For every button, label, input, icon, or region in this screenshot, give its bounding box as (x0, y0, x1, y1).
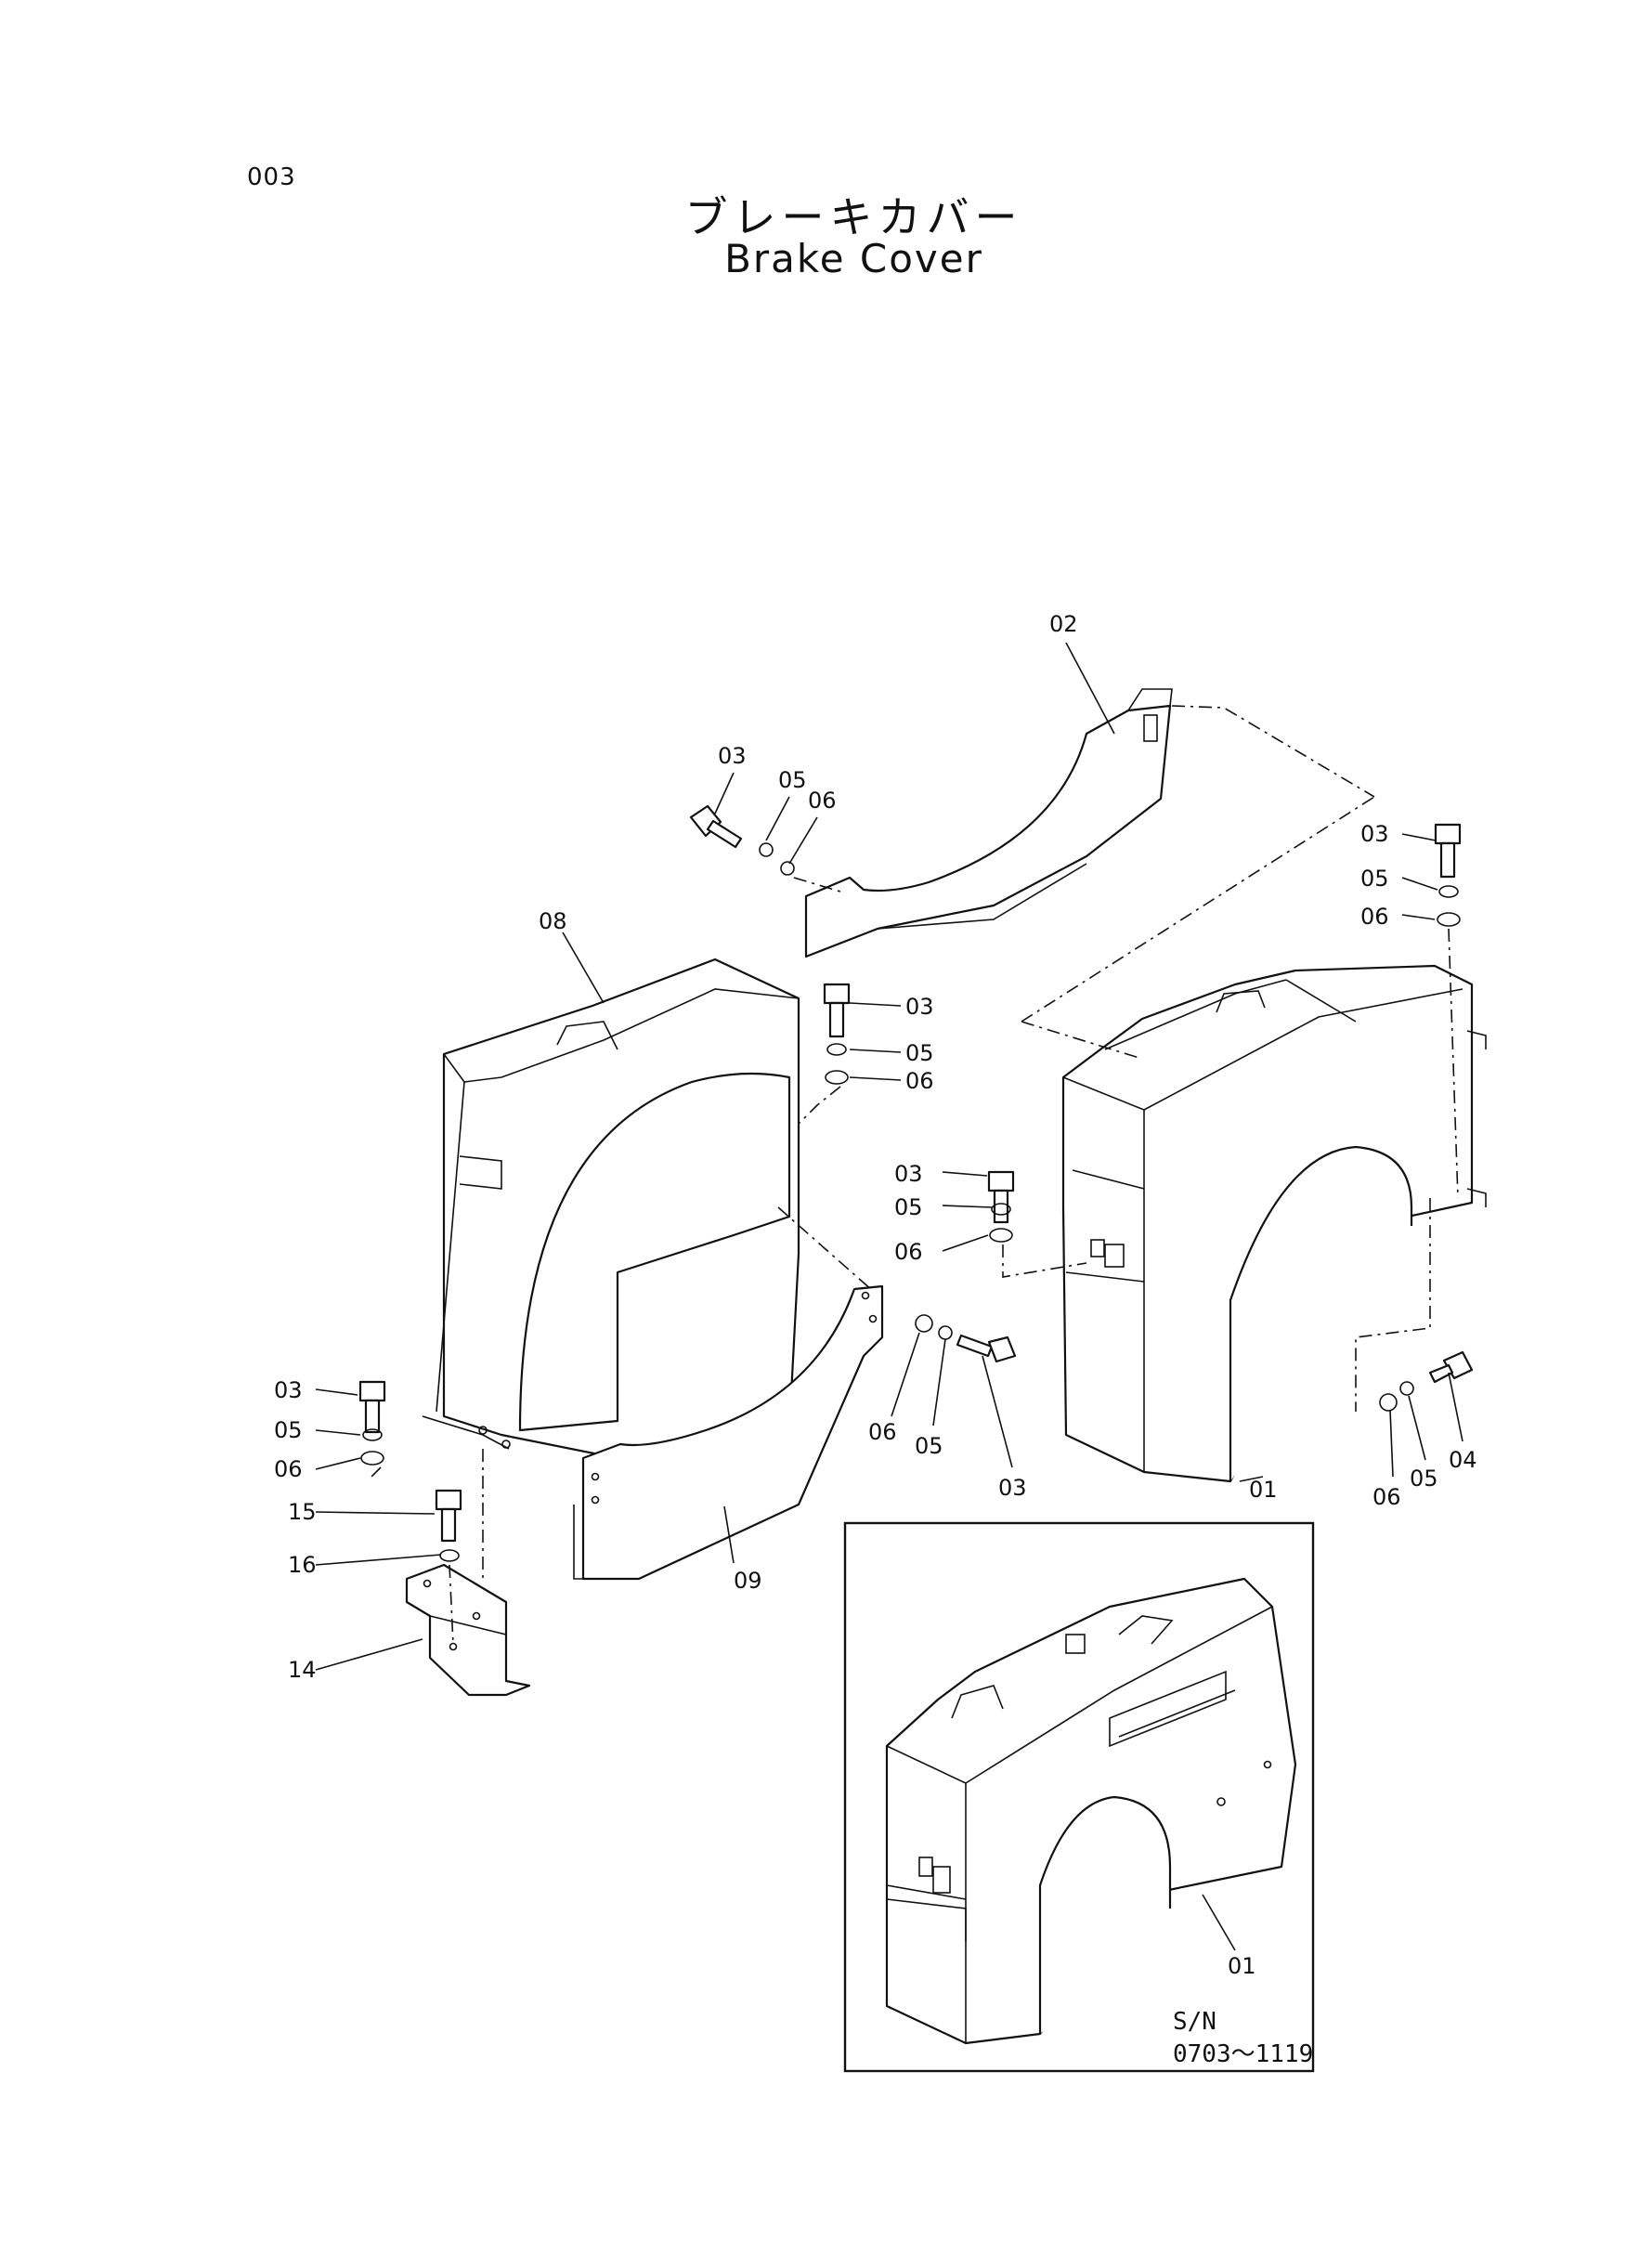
callout-14: 14 (288, 1657, 317, 1683)
callout-05: 05 (894, 1194, 923, 1220)
callout-16: 16 (288, 1552, 317, 1578)
assembly-center-lines (371, 705, 1459, 1645)
callout-labels: 02 03 05 06 03 05 06 08 03 05 06 03 05 0… (274, 611, 1477, 1979)
callout-08: 08 (539, 908, 567, 934)
callout-06: 06 (868, 1419, 897, 1445)
callout-05: 05 (274, 1417, 303, 1443)
part-14-bracket (405, 1563, 531, 1697)
callout-05: 05 (1410, 1466, 1438, 1492)
inset-serial-label: S/N (1173, 2008, 1216, 2036)
callout-05: 05 (778, 767, 807, 793)
callout-03: 03 (905, 994, 934, 1020)
callout-06: 06 (1372, 1484, 1401, 1510)
part-01-right-cover (1061, 964, 1487, 1483)
callout-15: 15 (288, 1499, 317, 1525)
inset-part-01-variant (885, 1577, 1297, 2045)
callout-04: 04 (1449, 1447, 1477, 1473)
callout-05: 05 (1360, 866, 1389, 892)
leader-lines (315, 642, 1463, 1951)
inset-serial-range: 0703～1119 (1173, 2040, 1313, 2068)
part-02-upper-plate (804, 688, 1173, 958)
callout-02: 02 (1049, 611, 1078, 637)
callout-06: 06 (808, 788, 837, 814)
callout-03: 03 (718, 743, 747, 769)
part-08-left-cover (422, 958, 800, 1479)
callout-05: 05 (905, 1040, 934, 1066)
callout-06: 06 (905, 1068, 934, 1094)
callout-06: 06 (1360, 904, 1389, 930)
callout-03: 03 (274, 1377, 303, 1403)
inset-frame (843, 1521, 1315, 2073)
callout-03: 03 (1360, 821, 1389, 847)
callout-05: 05 (915, 1433, 943, 1459)
title-japanese: ブレーキカバー (684, 192, 1023, 242)
callout-03: 03 (998, 1475, 1027, 1501)
hardware-set (358, 804, 1474, 1562)
callout-01: 01 (1228, 1953, 1256, 1979)
callout-03: 03 (894, 1161, 923, 1187)
page-number: 003 (247, 163, 296, 191)
callout-06: 06 (894, 1239, 923, 1265)
title-english: Brake Cover (724, 236, 983, 281)
callout-01: 01 (1249, 1477, 1278, 1503)
part-09-lower-plate (573, 1284, 884, 1581)
callout-06: 06 (274, 1456, 303, 1482)
callout-09: 09 (734, 1568, 762, 1594)
